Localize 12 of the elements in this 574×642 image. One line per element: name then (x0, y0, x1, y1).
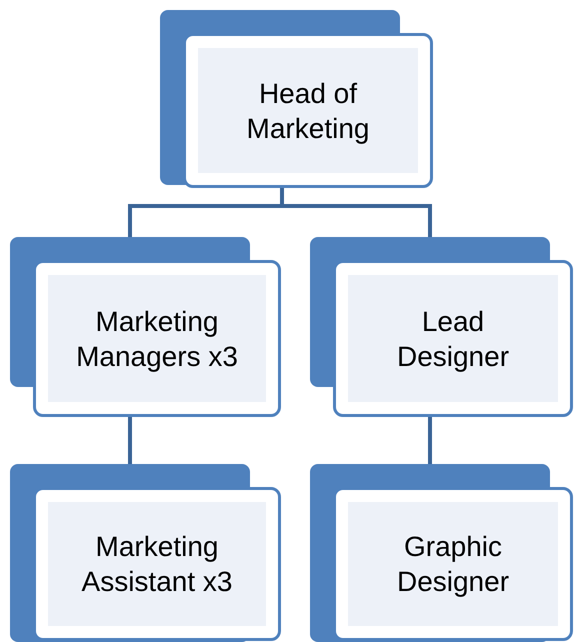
org-chart-box (10, 237, 281, 417)
box-label: Marketing Assistant x3 (80, 530, 234, 599)
box-label: Graphic Designer (396, 530, 510, 599)
box-label: Lead Designer (396, 304, 510, 374)
box-label: Head of Marketing (246, 76, 370, 146)
org-chart-box (160, 10, 433, 188)
org-chart-box (10, 464, 281, 642)
org-chart-box (310, 464, 573, 642)
connector-line (128, 417, 132, 464)
org-chart-box (310, 237, 573, 417)
box-label: Marketing Managers x3 (75, 304, 239, 374)
connector-line (428, 417, 432, 464)
